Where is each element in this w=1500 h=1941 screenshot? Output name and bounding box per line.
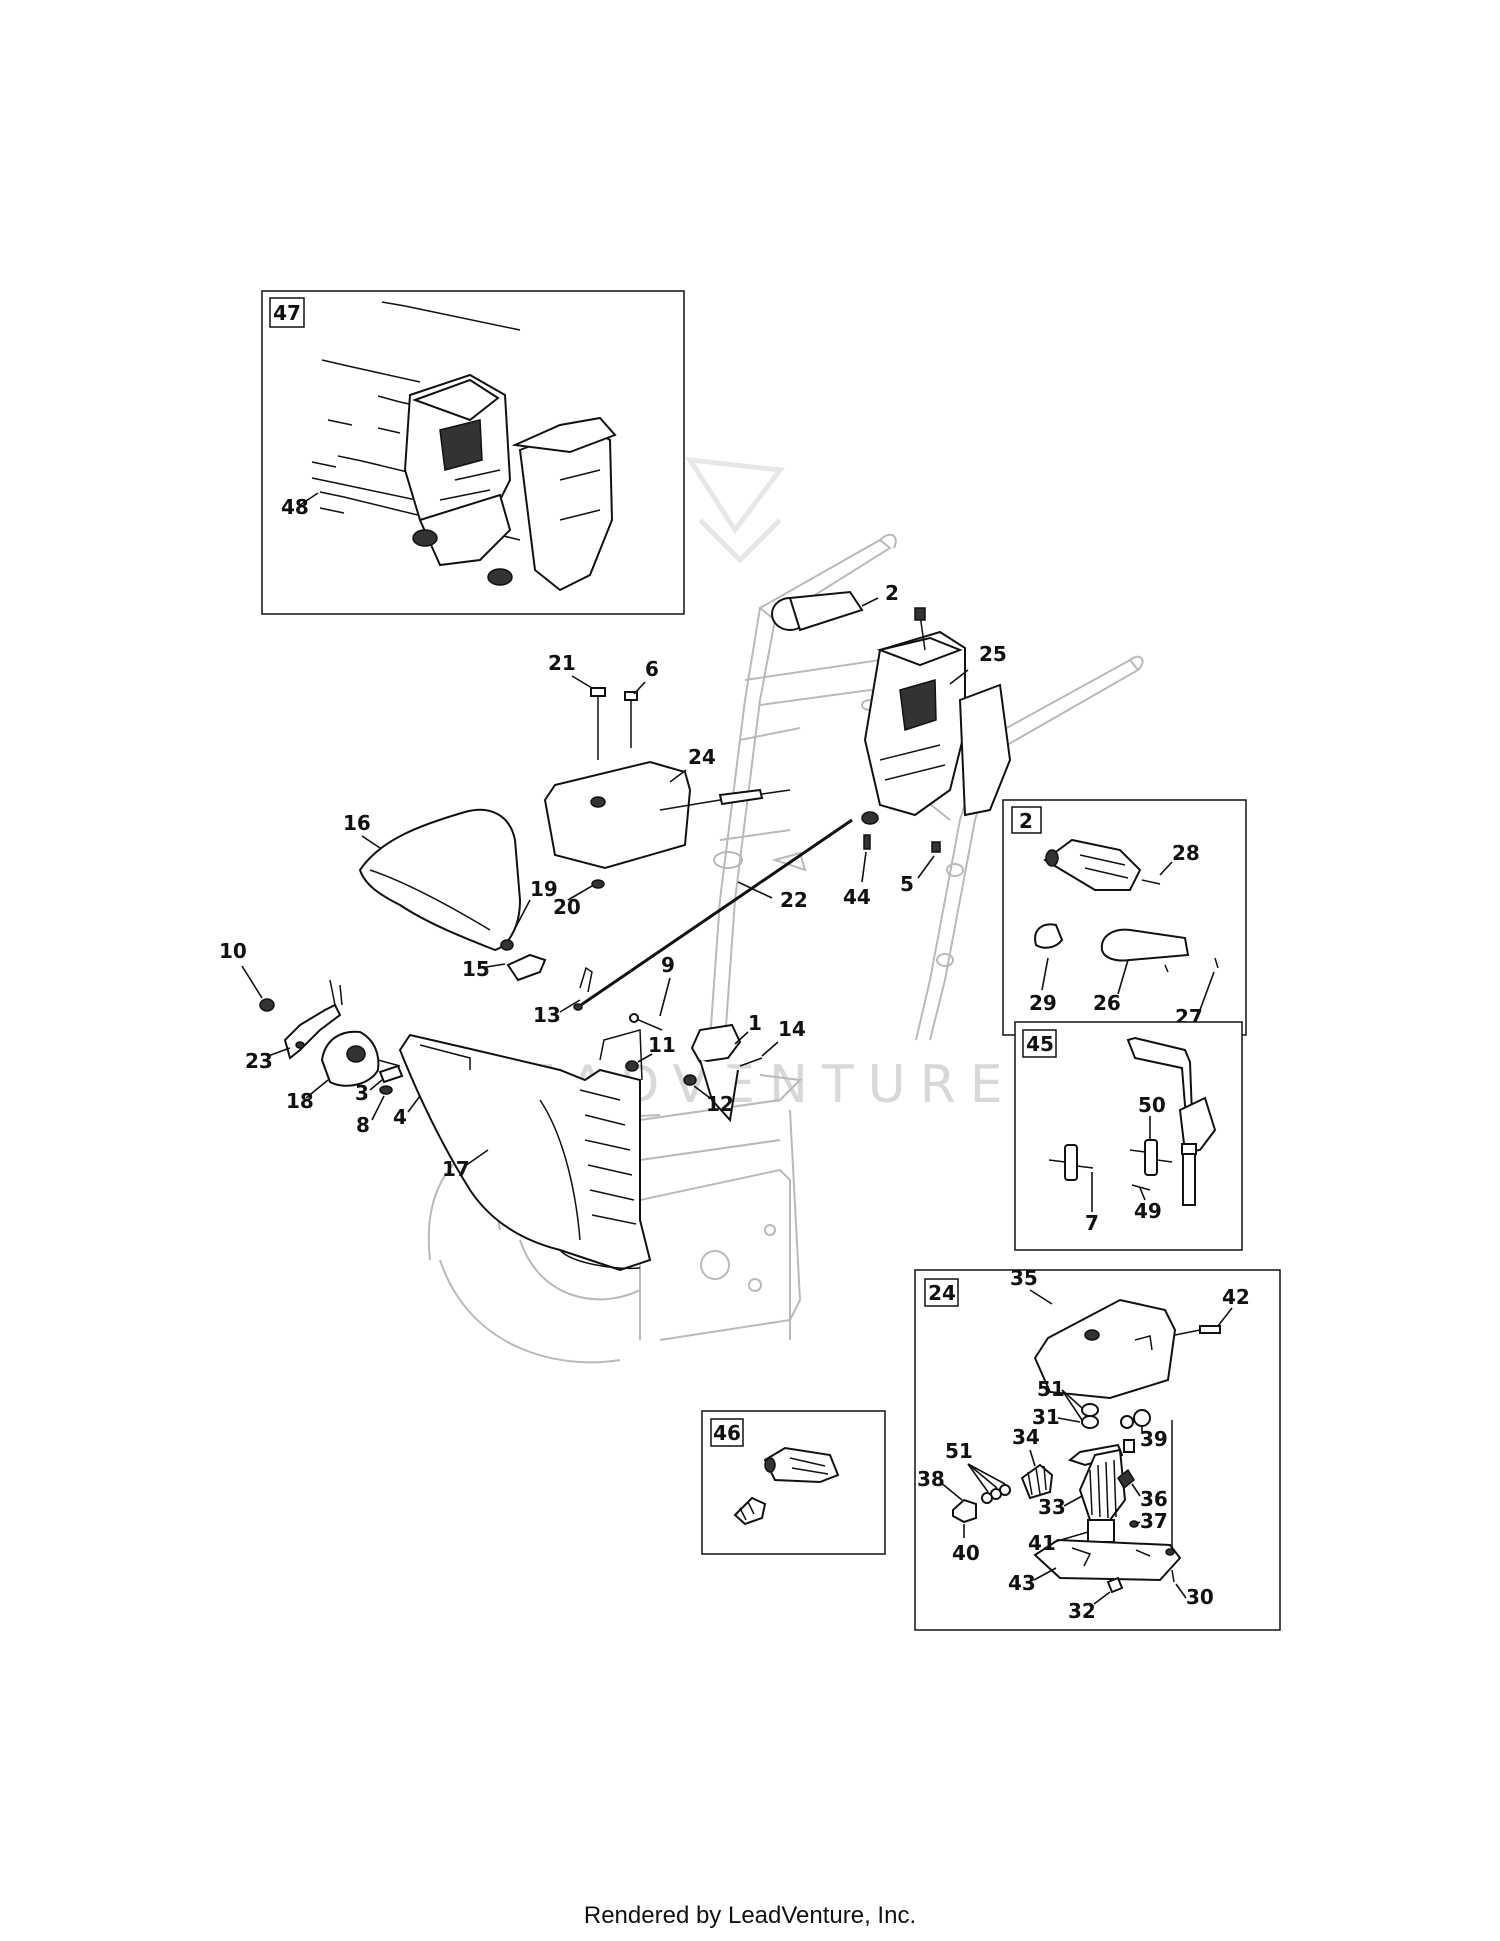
callout-12: 12 bbox=[706, 1092, 734, 1116]
callout-16: 16 bbox=[343, 811, 371, 835]
callout-i24-36: 36 bbox=[1140, 1487, 1168, 1511]
part-11-nut bbox=[625, 1060, 639, 1072]
callout-i24-40: 40 bbox=[952, 1541, 980, 1565]
part-24-gearbox bbox=[543, 760, 791, 870]
callout-i24-34: 34 bbox=[1012, 1425, 1040, 1449]
inset-47-number: 47 bbox=[273, 301, 301, 325]
callout-i24-39: 39 bbox=[1140, 1427, 1168, 1451]
callout-i45-7: 7 bbox=[1085, 1211, 1099, 1235]
part-12-nut bbox=[683, 1074, 697, 1086]
callout-21: 21 bbox=[548, 651, 576, 675]
callout-i24-38: 38 bbox=[917, 1467, 945, 1491]
part-18-motor bbox=[320, 1030, 401, 1087]
callout-i24-33: 33 bbox=[1038, 1495, 1066, 1519]
callout-4: 4 bbox=[393, 1105, 407, 1129]
callout-25: 25 bbox=[979, 642, 1007, 666]
callout-i24-32: 32 bbox=[1068, 1599, 1096, 1623]
callout-17: 17 bbox=[442, 1157, 470, 1181]
part-10-23-bracket bbox=[259, 979, 343, 1060]
inset-45: 45 bbox=[1014, 1021, 1243, 1251]
inset-47: 47 48 bbox=[261, 290, 685, 615]
part-2-lever bbox=[771, 590, 879, 632]
inset-46: 46 bbox=[701, 1410, 886, 1555]
inset-45-number: 45 bbox=[1026, 1032, 1054, 1056]
part-22-rod bbox=[573, 818, 853, 1011]
callout-23: 23 bbox=[245, 1049, 273, 1073]
inset-46-number: 46 bbox=[713, 1421, 741, 1445]
callout-i24-37: 37 bbox=[1140, 1509, 1168, 1533]
callout-24: 24 bbox=[688, 745, 716, 769]
inset-24-number: 24 bbox=[928, 1281, 956, 1305]
callout-6: 6 bbox=[645, 657, 659, 681]
callout-3: 3 bbox=[355, 1081, 369, 1105]
callout-48: 48 bbox=[281, 495, 309, 519]
callout-19: 19 bbox=[530, 877, 558, 901]
callout-18: 18 bbox=[286, 1089, 314, 1113]
inset-2-number: 2 bbox=[1019, 809, 1033, 833]
callout-20: 20 bbox=[553, 895, 581, 919]
callout-i2-29: 29 bbox=[1029, 991, 1057, 1015]
callout-i24-51b: 51 bbox=[945, 1439, 973, 1463]
callout-10: 10 bbox=[219, 939, 247, 963]
watermark-logo bbox=[685, 456, 785, 564]
part-19-15-knob bbox=[500, 939, 547, 982]
part-17-chute bbox=[398, 1029, 652, 1272]
callout-i45-49: 49 bbox=[1134, 1199, 1162, 1223]
callout-1: 1 bbox=[748, 1011, 762, 1035]
callout-11: 11 bbox=[648, 1033, 676, 1057]
callout-i2-26: 26 bbox=[1093, 991, 1121, 1015]
callout-i24-35: 35 bbox=[1010, 1266, 1038, 1290]
callout-i24-43: 43 bbox=[1008, 1571, 1036, 1595]
callout-22: 22 bbox=[780, 888, 808, 912]
part-25-shift-assembly bbox=[861, 607, 1012, 825]
part-9-1-bracket bbox=[629, 1013, 742, 1123]
callout-14: 14 bbox=[778, 1017, 806, 1041]
part-5 bbox=[931, 841, 941, 853]
callout-i24-51a: 51 bbox=[1037, 1377, 1065, 1401]
inset-2: 2 bbox=[1002, 799, 1247, 1036]
callout-i45-50: 50 bbox=[1138, 1093, 1166, 1117]
part-20-washer bbox=[591, 879, 605, 889]
callout-i2-28: 28 bbox=[1172, 841, 1200, 865]
footer-credit: Rendered by LeadVenture, Inc. bbox=[583, 1902, 917, 1929]
callout-i24-30: 30 bbox=[1186, 1585, 1214, 1609]
callout-5: 5 bbox=[900, 872, 914, 896]
callout-15: 15 bbox=[462, 957, 490, 981]
callout-i24-31: 31 bbox=[1032, 1405, 1060, 1429]
callout-i24-41: 41 bbox=[1028, 1531, 1056, 1555]
shift-housing bbox=[403, 373, 617, 592]
callout-2: 2 bbox=[885, 581, 899, 605]
part-16-deflector bbox=[358, 808, 522, 952]
callout-13: 13 bbox=[533, 1003, 561, 1027]
part-13-pin bbox=[579, 966, 593, 993]
callout-i24-42: 42 bbox=[1222, 1285, 1250, 1309]
callout-8: 8 bbox=[356, 1113, 370, 1137]
callout-44: 44 bbox=[843, 885, 871, 909]
inset-24: 24 bbox=[914, 1269, 1281, 1631]
part-44 bbox=[863, 834, 871, 850]
callout-9: 9 bbox=[661, 953, 675, 977]
part-21-6-bolts bbox=[590, 687, 638, 760]
part-14-screw bbox=[739, 1057, 763, 1067]
